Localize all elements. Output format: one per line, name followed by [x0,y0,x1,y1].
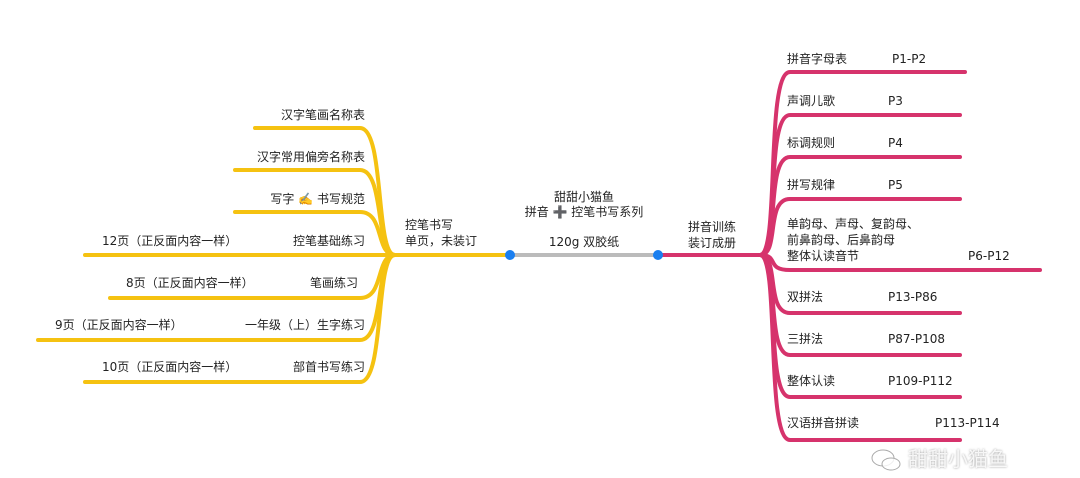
root-subtitle[interactable]: 拼音 ➕ 控笔书写系列 [524,205,644,219]
watermark: 甜甜小猫鱼 [908,447,1008,471]
right-item-label[interactable]: 汉语拼音拼读 [787,416,860,430]
right-item-label[interactable]: 标调规则 [787,136,836,150]
right-item-label[interactable]: 双拼法 [787,290,824,304]
right-branch-line [758,197,962,257]
right-item-label[interactable]: 单韵母、声母、复韵母、 [787,217,920,231]
left-item-note: 10页（正反面内容一样） [102,360,238,374]
right-item-label[interactable]: 三拼法 [787,332,824,346]
node-dot[interactable] [653,250,663,260]
right-item-label[interactable]: 整体认读 [787,374,836,388]
right-branch-subtitle[interactable]: 装订成册 [687,236,737,250]
left-item-label[interactable]: 一年级（上）生字练习 [244,318,365,332]
left-item-label[interactable]: 汉字常用偏旁名称表 [256,150,365,164]
wechat-icon [871,449,901,471]
left-item-note: 12页（正反面内容一样） [102,234,238,248]
left-branch-subtitle[interactable]: 单页，未装订 [405,234,478,248]
right-item-pages: P109-P112 [888,374,953,388]
left-branch-line [83,253,397,384]
root-paper[interactable]: 120g 双胶纸 [548,235,620,249]
right-item-pages: P13-P86 [888,290,938,304]
right-item-pages: P3 [888,94,903,108]
right-item-pages: P6-P12 [968,249,1010,263]
right-item-pages: P113-P114 [935,416,1000,430]
right-item-pages: P87-P108 [888,332,945,346]
right-branch-line [758,253,962,442]
right-branch-title[interactable]: 拼音训练 [687,220,737,234]
right-item-label[interactable]: 前鼻韵母、后鼻韵母 [787,233,896,247]
right-item-label[interactable]: 拼写规律 [787,178,836,192]
left-item-label[interactable]: 部首书写练习 [292,360,365,374]
root-title[interactable]: 甜甜小猫鱼 [553,190,615,204]
right-item-label[interactable]: 整体认读音节 [787,249,860,263]
right-item-label[interactable]: 拼音字母表 [787,52,848,66]
right-item-pages: P4 [888,136,903,150]
right-item-pages: P1-P2 [892,52,927,66]
left-item-note: 9页（正反面内容一样） [55,318,183,332]
right-item-label[interactable]: 声调儿歌 [787,94,836,108]
node-dot[interactable] [505,250,515,260]
left-item-note: 8页（正反面内容一样） [126,276,254,290]
left-item-label[interactable]: 控笔基础练习 [292,234,365,248]
left-item-label[interactable]: 写字 ✍️ 书写规范 [270,192,365,206]
left-item-label[interactable]: 笔画练习 [309,276,358,290]
right-item-pages: P5 [888,178,903,192]
left-item-label[interactable]: 汉字笔画名称表 [280,108,365,122]
left-branch-title[interactable]: 控笔书写 [405,218,454,232]
